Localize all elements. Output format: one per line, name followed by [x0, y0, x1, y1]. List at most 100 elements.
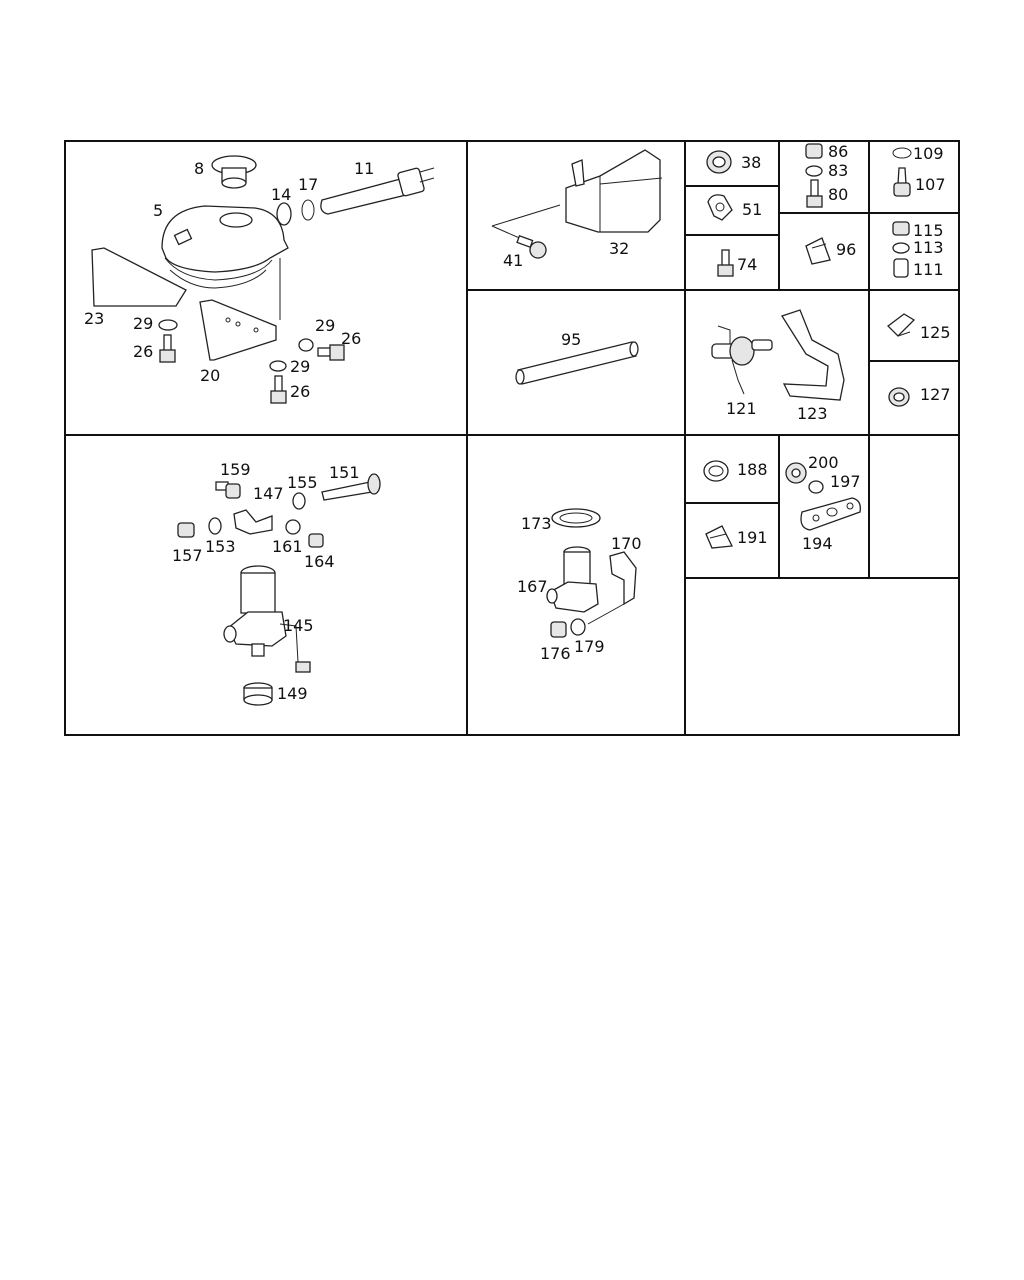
- part-number-label: 145: [283, 616, 314, 635]
- part-number-label: 200: [808, 453, 839, 472]
- bracket-part: [233, 509, 273, 535]
- part-number-label: 194: [802, 534, 833, 553]
- part-number-label: 5: [153, 201, 163, 220]
- nut-washer-bolt-part: [805, 143, 823, 208]
- washer-part: [208, 517, 222, 535]
- washer-part: [158, 319, 178, 331]
- part-number-label: 80: [828, 185, 848, 204]
- part-number-label: 115: [913, 221, 944, 240]
- part-number-label: 161: [272, 537, 303, 556]
- part-number-label: 11: [354, 159, 374, 178]
- part-number-label: 157: [172, 546, 203, 565]
- valve-part: [711, 325, 773, 395]
- part-number-label: 17: [298, 175, 318, 194]
- spring-clip-part: [887, 313, 916, 337]
- gasket-plate-part: [800, 497, 861, 531]
- cell-pump: [177, 473, 381, 706]
- part-number-label: 173: [521, 514, 552, 533]
- part-number-label: 51: [742, 200, 762, 219]
- part-number-label: 14: [271, 185, 291, 204]
- part-number-label: 96: [836, 240, 856, 259]
- part-number-label: 38: [741, 153, 761, 172]
- bolt-part: [317, 344, 345, 361]
- grommet-part: [706, 150, 732, 174]
- pump-part: [223, 565, 311, 673]
- bracket-part: [781, 309, 845, 401]
- part-number-label: 113: [913, 238, 944, 257]
- washer-part: [808, 480, 824, 494]
- nut-part: [177, 522, 195, 538]
- part-number-label: 197: [830, 472, 861, 491]
- screw-part: [516, 234, 547, 259]
- part-number-label: 159: [220, 460, 251, 479]
- washer-part: [298, 338, 314, 352]
- washer-part: [269, 360, 287, 372]
- bolt-part: [270, 375, 287, 404]
- part-number-label: 153: [205, 537, 236, 556]
- plug-part: [888, 387, 910, 407]
- part-number-label: 127: [920, 385, 951, 404]
- cell-valve: [546, 508, 637, 638]
- clip-part: [707, 194, 733, 221]
- part-number-label: 32: [609, 239, 629, 258]
- washer-part: [285, 519, 301, 535]
- part-number-label: 191: [737, 528, 768, 547]
- part-number-label: 121: [726, 399, 757, 418]
- damper-part: [785, 462, 807, 484]
- clip-part: [705, 525, 734, 549]
- part-number-label: 29: [133, 314, 153, 333]
- nut-part: [308, 533, 324, 548]
- part-number-label: 20: [200, 366, 220, 385]
- clip-part: [805, 237, 831, 265]
- part-number-label: 8: [194, 159, 204, 178]
- hose-clamp-part: [551, 508, 601, 528]
- filler-cap-part: [211, 155, 257, 189]
- hose-clamp-part: [703, 460, 729, 482]
- bracket-part: [91, 247, 187, 307]
- cell-reservoir: [91, 155, 435, 404]
- nut-washer-sleeve-part: [892, 221, 910, 278]
- callout-labels: 8 5 14 17 11 23 29 26 20 29 26 29 26 32 …: [84, 142, 951, 703]
- part-number-label: 26: [133, 342, 153, 361]
- part-number-label: 170: [611, 534, 642, 553]
- screw-part: [892, 147, 912, 197]
- connector-part: [215, 481, 241, 499]
- washer-part: [292, 492, 306, 510]
- part-number-label: 86: [828, 142, 848, 161]
- valve-part: [546, 546, 599, 613]
- grid-frame: [64, 140, 960, 736]
- part-number-label: 83: [828, 161, 848, 180]
- reservoir-part: [161, 205, 289, 320]
- part-number-label: 147: [253, 484, 284, 503]
- circlip-part: [301, 199, 315, 221]
- part-number-label: 176: [540, 644, 571, 663]
- part-number-label: 149: [277, 684, 308, 703]
- part-number-label: 155: [287, 473, 318, 492]
- bolt-part: [159, 334, 176, 363]
- part-number-label: 95: [561, 330, 581, 349]
- part-number-label: 23: [84, 309, 104, 328]
- washer-part: [570, 618, 586, 636]
- part-number-label: 125: [920, 323, 951, 342]
- part-number-label: 111: [913, 260, 944, 279]
- damper-ring-part: [243, 682, 273, 706]
- bracket-part: [587, 551, 637, 625]
- part-number-label: 41: [503, 251, 523, 270]
- part-number-label: 123: [797, 404, 828, 423]
- long-bolt-part: [321, 473, 381, 501]
- part-number-label: 188: [737, 460, 768, 479]
- part-number-label: 109: [913, 144, 944, 163]
- part-number-label: 29: [315, 316, 335, 335]
- part-number-label: 74: [737, 255, 757, 274]
- part-number-label: 151: [329, 463, 360, 482]
- cell-cover: [491, 149, 663, 259]
- part-number-label: 164: [304, 552, 335, 571]
- part-number-label: 107: [915, 175, 946, 194]
- hose-part: [515, 341, 639, 385]
- bracket-part: [199, 299, 277, 361]
- seal-ring-part: [276, 202, 292, 226]
- cover-part: [565, 149, 661, 233]
- part-number-label: 167: [517, 577, 548, 596]
- nut-part: [550, 621, 567, 638]
